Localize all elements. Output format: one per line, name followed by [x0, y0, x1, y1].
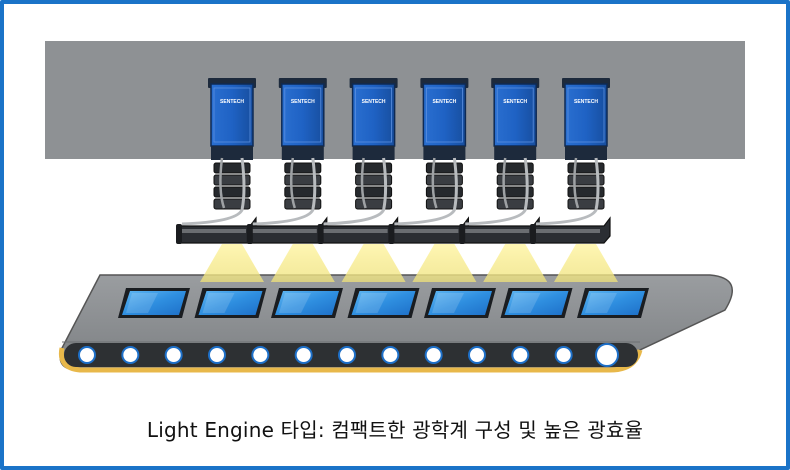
camera-brand-label: SENTECH: [291, 99, 315, 105]
light-beam-5: [483, 244, 548, 282]
roller-2: [121, 346, 140, 364]
camera-2: SENTECH: [246, 78, 328, 244]
roller-6: [294, 346, 313, 364]
light-beam-3: [341, 244, 406, 282]
display-panel-5: [424, 288, 496, 318]
roller-10: [468, 346, 486, 364]
display-panel-6: [500, 288, 573, 318]
camera-brand-label: SENTECH: [220, 99, 244, 105]
camera-6: SENTECH: [530, 78, 611, 244]
display-panel-3: [271, 288, 343, 318]
roller-3: [164, 346, 183, 364]
diagram-caption: Light Engine 타입: 컴팩트한 광학계 구성 및 높은 광효율: [146, 418, 644, 442]
camera-brand-label: SENTECH: [503, 99, 527, 105]
roller-8: [381, 346, 400, 364]
camera-brand-label: SENTECH: [432, 99, 456, 105]
roller-4: [208, 346, 226, 364]
roller-1: [78, 346, 96, 364]
roller-7: [338, 346, 356, 364]
light-beam-4: [412, 244, 477, 282]
display-panels: [118, 288, 649, 318]
roller-5: [251, 346, 270, 364]
camera-brand-label: SENTECH: [362, 99, 386, 105]
display-panel-1: [118, 288, 190, 318]
display-panel-7: [577, 288, 649, 318]
camera-array: SENTECH SENTECH SENTECH SENTECH SENTECH SENTE…: [176, 78, 611, 244]
light-beam-6: [554, 244, 618, 282]
light-beam-2: [270, 244, 335, 282]
roller-9: [424, 346, 443, 364]
conveyor-rollers: [78, 343, 619, 367]
camera-brand-label: SENTECH: [574, 99, 598, 105]
camera-3: SENTECH: [317, 78, 399, 244]
display-panel-2: [194, 288, 267, 318]
camera-5: SENTECH: [459, 78, 540, 244]
camera-1: SENTECH: [176, 78, 257, 244]
display-panel-4: [347, 288, 420, 318]
roller-12: [554, 346, 573, 364]
roller-13: [595, 343, 619, 367]
light-beam-1: [200, 244, 264, 282]
light-beams: [200, 244, 618, 282]
camera-4: SENTECH: [388, 78, 469, 244]
roller-11: [511, 346, 530, 364]
